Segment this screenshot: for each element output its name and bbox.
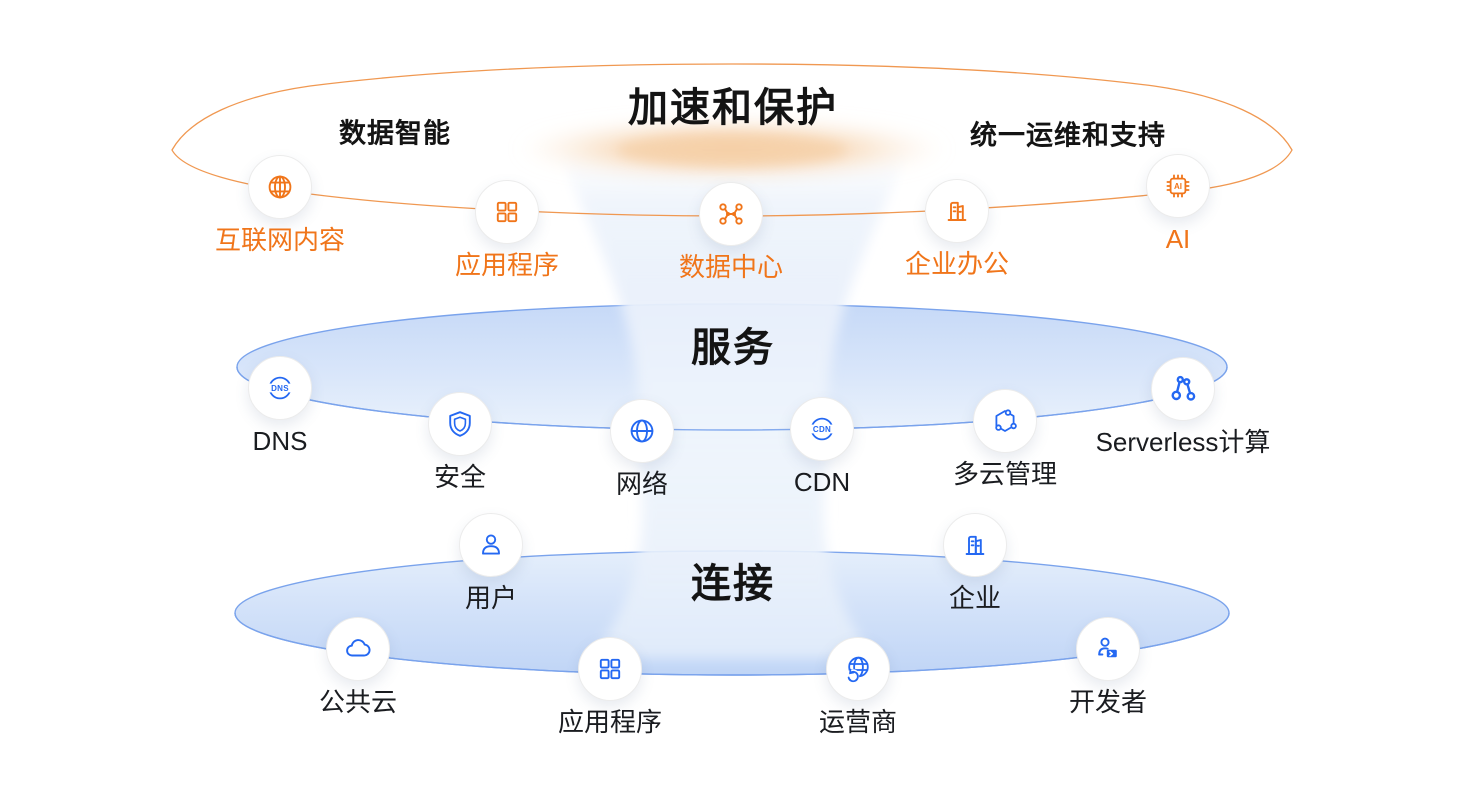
top-tier-subtitle-left: 数据智能 [339,118,451,149]
node-label: 企业办公 [904,249,1010,279]
node-circle: DNS [248,356,312,420]
node-label: 用户 [464,583,518,613]
node-label: 网络 [615,469,669,499]
funnel-shape [558,152,908,658]
globe-grid-icon [268,175,292,199]
node-circle [1076,617,1140,681]
dns-globe-icon: DNS [267,376,293,400]
ai-chip-icon: AI [1166,174,1190,198]
middle-tier-title: 服务 [691,326,775,370]
node-circle: AI [1146,154,1210,218]
node-circle [973,389,1037,453]
hexagon-nodes-icon [995,409,1017,432]
shield-icon [449,411,471,437]
node-circle [578,637,642,701]
cdn-globe-icon: CDN [809,417,835,441]
globe-icon [630,419,654,443]
top-tier-title: 加速和保护 [628,86,838,130]
node-circle [943,513,1007,577]
app-grid-icon [496,201,518,223]
node-circle [248,155,312,219]
data-center-nodes-icon [719,203,743,225]
node-circle [1151,357,1215,421]
node-label: CDN [793,467,851,497]
node-label: AI [1165,224,1191,254]
node-circle [428,392,492,456]
office-buildings-icon [947,201,967,221]
node-circle [699,182,763,246]
bottom-tier-title: 连接 [691,562,775,606]
node-label: 数据中心 [678,252,784,282]
serverless-nodes-icon [1171,375,1196,401]
top-tier-subtitle-right: 统一运维和支持 [970,120,1166,151]
node-circle [475,180,539,244]
node-label: 安全 [433,462,487,492]
node-circle [326,617,390,681]
node-label: 运营商 [818,707,898,737]
node-label: 应用程序 [454,250,560,280]
svg-text:CDN: CDN [813,425,831,434]
app-grid-icon [599,658,621,680]
svg-text:AI: AI [1174,182,1182,191]
node-label: 互联网内容 [214,225,346,255]
node-label: 开发者 [1068,687,1148,717]
node-label: 企业 [948,583,1002,613]
user-icon [482,534,500,555]
node-circle [826,637,890,701]
svg-text:DNS: DNS [271,384,289,393]
node-circle [610,399,674,463]
node-label: 多云管理 [952,459,1058,489]
node-circle [925,179,989,243]
node-label: Serverless计算 [1095,427,1271,457]
cloud-icon [346,639,371,657]
node-circle: CDN [790,397,854,461]
enterprise-building-icon [965,535,985,555]
node-circle [459,513,523,577]
node-label: DNS [252,426,308,456]
node-label: 应用程序 [557,707,663,737]
globe-sync-icon [846,656,869,683]
node-label: 公共云 [318,687,398,717]
developer-icon [1098,637,1117,658]
